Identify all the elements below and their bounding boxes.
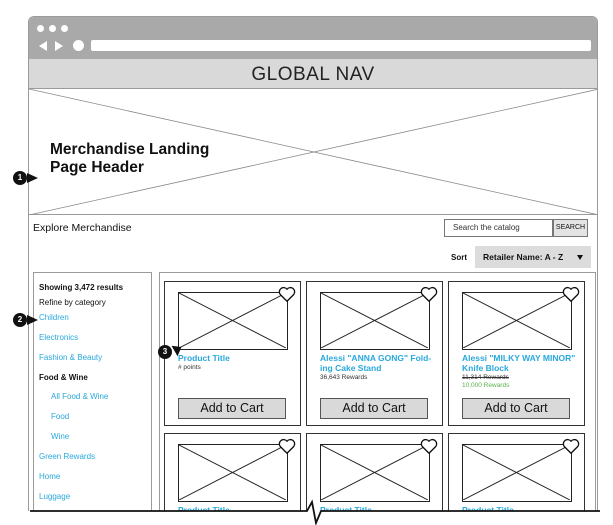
chevron-down-icon [577,255,583,260]
global-nav[interactable]: GLOBAL NAV [29,59,597,89]
product-card[interactable]: Product Title [448,433,585,515]
heart-icon[interactable] [278,438,296,455]
category-link-home[interactable]: Home [39,472,61,481]
product-image-placeholder[interactable] [320,292,430,350]
product-title[interactable]: Product Title [320,505,372,515]
category-sidebar: Showing 3,472 results Refine by category… [33,272,152,515]
product-original-price: 11,314 Rewards [462,374,509,381]
product-image-placeholder[interactable] [178,292,288,350]
image-placeholder-icon [463,445,570,500]
product-image-placeholder[interactable] [462,292,572,350]
annotation-marker-2: 2 [13,313,27,327]
category-link-food[interactable]: Food [51,412,70,421]
product-title[interactable]: Product Title [178,505,230,515]
annotation-pointer-icon [27,315,38,325]
product-image-placeholder[interactable] [320,444,430,502]
window-minimize-dot[interactable] [49,25,56,32]
product-card[interactable]: Alessi "MILKY WAY MINOR" Knife Block 11,… [448,281,585,426]
search-button[interactable]: SEARCH [553,219,588,237]
image-placeholder-icon [463,293,570,348]
results-count: Showing 3,472 results [39,283,124,292]
image-placeholder-icon [321,293,428,348]
category-link-wine[interactable]: Wine [51,432,70,441]
explore-heading: Explore Merchandise [33,222,132,234]
product-card[interactable]: Alessi "ANNA GONG" Fold- ing Cake Stand … [306,281,443,426]
product-image-placeholder[interactable] [178,444,288,502]
heart-icon[interactable] [420,286,438,303]
add-to-cart-button[interactable]: Add to Cart [462,398,570,419]
product-grid: Product Title # points Add to Cart Aless… [159,272,596,515]
image-placeholder-icon [321,445,428,500]
forward-arrow-icon[interactable] [55,41,63,51]
category-link-fashion-beauty[interactable]: Fashion & Beauty [39,353,103,362]
heart-icon[interactable] [562,438,580,455]
category-link-children[interactable]: Children [39,313,69,322]
browser-chrome [29,17,597,59]
category-link-electronics[interactable]: Electronics [39,333,79,342]
heart-icon[interactable] [420,438,438,455]
page-title: Merchandise Landing Page Header [50,141,210,176]
add-to-cart-button[interactable]: Add to Cart [320,398,428,419]
sort-dropdown[interactable]: Retailer Name: A - Z [475,246,591,268]
product-card[interactable]: Product Title [306,433,443,515]
back-arrow-icon[interactable] [39,41,47,51]
add-to-cart-button[interactable]: Add to Cart [178,398,286,419]
image-placeholder-icon [179,445,286,500]
product-sale-price: 10,000 Rewards [462,382,510,389]
category-link-luggage[interactable]: Luggage [39,492,71,501]
category-link-all-food-wine[interactable]: All Food & Wine [51,392,109,401]
window-maximize-dot[interactable] [61,25,68,32]
image-placeholder-icon [179,293,286,348]
category-link-green-rewards[interactable]: Green Rewards [39,452,96,461]
reload-icon[interactable] [73,40,84,51]
product-title[interactable]: Product Title [178,353,230,363]
search-input[interactable]: Search the catalog [444,219,553,237]
address-bar[interactable] [91,40,591,51]
annotation-pointer-icon [27,173,38,183]
heart-icon[interactable] [562,286,580,303]
page-break-icon [0,499,613,525]
product-card[interactable]: Product Title [164,433,301,515]
product-card[interactable]: Product Title # points Add to Cart [164,281,301,426]
hero-banner: Merchandise Landing Page Header [29,89,597,215]
sort-selected-value: Retailer Name: A - Z [483,252,564,262]
annotation-marker-1: 1 [13,171,27,185]
annotation-marker-3: 3 [158,345,172,359]
hero-image-placeholder-icon [29,89,597,215]
product-points: # points [178,364,201,371]
product-image-placeholder[interactable] [462,444,572,502]
product-points: 36,643 Rewards [320,374,368,381]
category-link-food-wine[interactable]: Food & Wine [39,373,88,382]
refine-label: Refine by category [39,298,106,307]
product-title[interactable]: Alessi "MILKY WAY MINOR" Knife Block [462,353,576,373]
product-title[interactable]: Product Title [462,505,514,515]
sort-label: Sort [451,253,467,262]
product-title[interactable]: Alessi "ANNA GONG" Fold- ing Cake Stand [320,353,432,373]
browser-window: GLOBAL NAV Merchandise Landing Page Head… [28,16,598,516]
heart-icon[interactable] [278,286,296,303]
window-close-dot[interactable] [37,25,44,32]
